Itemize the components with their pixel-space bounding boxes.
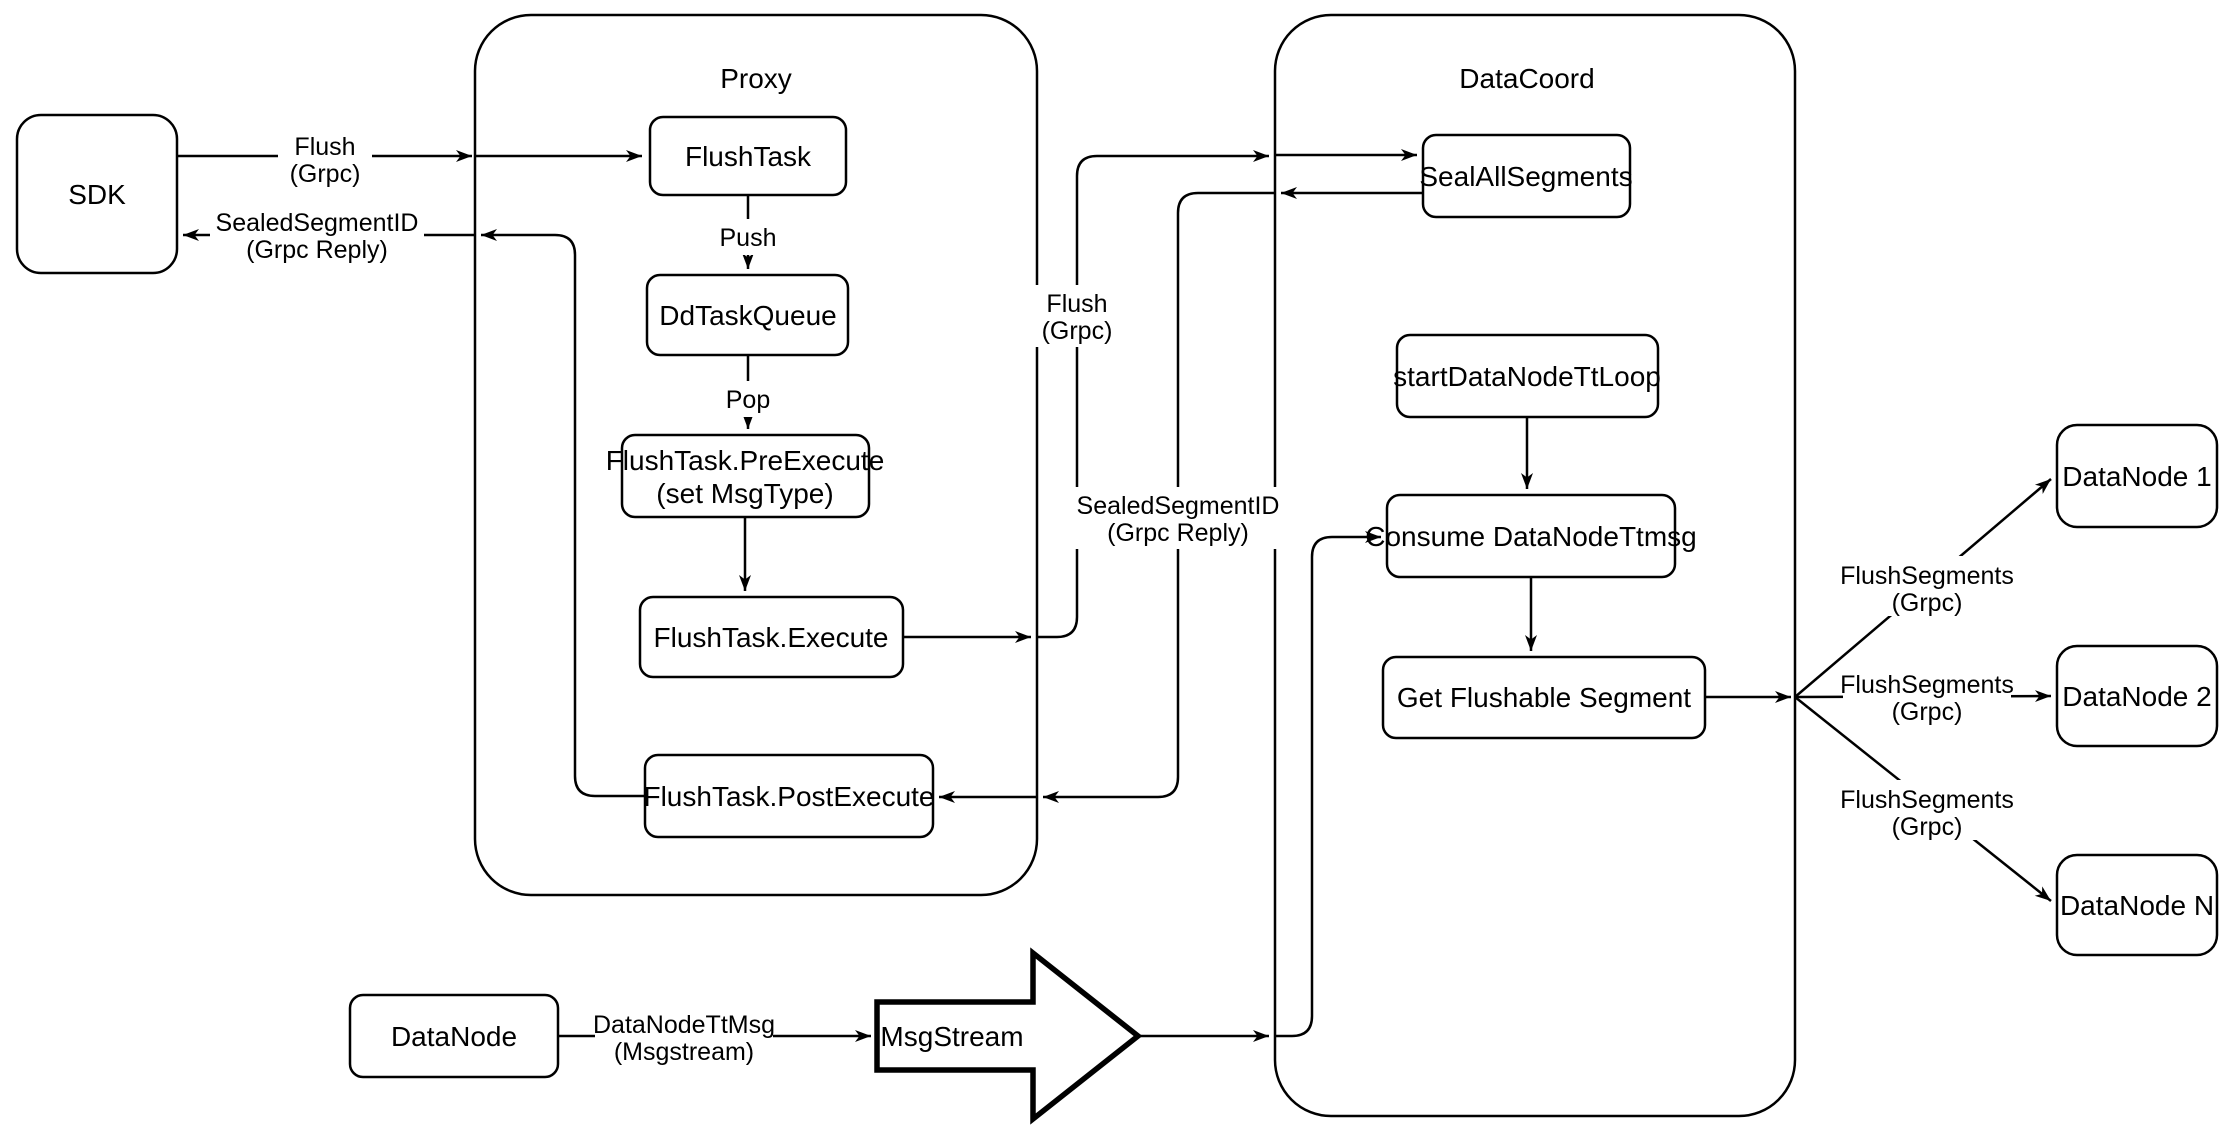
node-label: DataNode bbox=[391, 1021, 517, 1052]
node-box bbox=[15, 113, 179, 275]
node-box bbox=[1381, 655, 1707, 740]
edge-label-flushsegments-2: FlushSegments (Grpc) bbox=[1840, 665, 2014, 726]
edge-label-text: (Msgstream) bbox=[614, 1038, 754, 1066]
node-box bbox=[2055, 644, 2219, 748]
edge-label-text: (Grpc Reply) bbox=[246, 236, 388, 264]
msgstream-arrow-shape bbox=[874, 947, 1143, 1125]
node-label: MsgStream bbox=[880, 1021, 1023, 1052]
node-box bbox=[638, 595, 905, 679]
edge-label-text: FlushSegments bbox=[1840, 562, 2014, 590]
node-label: DataNode 1 bbox=[2062, 461, 2211, 492]
edge-label-text: (Grpc Reply) bbox=[1107, 519, 1249, 547]
node-datanode-bottom: DataNode bbox=[348, 993, 560, 1079]
edge-label-text: FlushSegments bbox=[1840, 671, 2014, 699]
edge-label-bg bbox=[278, 126, 372, 188]
node-startdatanodettloop: startDataNodeTtLoop bbox=[1393, 333, 1661, 419]
node-label: SealAllSegments bbox=[1419, 161, 1632, 192]
node-box bbox=[620, 433, 871, 519]
node-box bbox=[348, 993, 560, 1079]
node-label: Consume DataNodeTtmsg bbox=[1365, 521, 1696, 552]
node-sdk: SDK bbox=[15, 113, 179, 275]
edge-label-text: Flush bbox=[294, 133, 355, 161]
edge-label-flush-sdk: Flush (Grpc) bbox=[278, 126, 372, 188]
edge-label-flushsegments-1: FlushSegments (Grpc) bbox=[1840, 556, 2014, 617]
node-label: DataNode 2 bbox=[2062, 681, 2211, 712]
edge-postexecute-to-proxy-edge bbox=[481, 229, 645, 798]
edge-label-bg bbox=[1843, 665, 2011, 725]
edge-label-bg bbox=[717, 381, 779, 417]
node-datanode-n: DataNode N bbox=[2055, 853, 2219, 957]
node-flushtask: FlushTask bbox=[648, 115, 848, 197]
edge-label-text: Pop bbox=[726, 386, 770, 414]
node-flushtask-postexecute: FlushTask.PostExecute bbox=[643, 753, 935, 839]
edge-label-text: (Grpc) bbox=[1892, 698, 1963, 726]
node-box bbox=[1385, 493, 1677, 579]
node-box bbox=[2055, 853, 2219, 957]
edge-label-pop: Pop bbox=[717, 381, 779, 417]
node-box bbox=[2055, 423, 2219, 529]
node-consume-datanodettmsg: Consume DataNodeTtmsg bbox=[1365, 493, 1697, 579]
edge-label-push: Push bbox=[714, 219, 782, 255]
node-flushtask-execute: FlushTask.Execute bbox=[638, 595, 905, 679]
edge-label-text: FlushSegments bbox=[1840, 786, 2014, 814]
edge-label-text: (Grpc) bbox=[1892, 589, 1963, 617]
node-box bbox=[648, 115, 848, 197]
edge-label-text: Push bbox=[720, 224, 777, 252]
edge-label-flushsegments-3: FlushSegments (Grpc) bbox=[1840, 780, 2014, 841]
edge-label-bg bbox=[1071, 487, 1285, 549]
node-ddtaskqueue: DdTaskQueue bbox=[645, 273, 850, 357]
node-label: DataNode N bbox=[2060, 890, 2214, 921]
edge-label-text: (Grpc) bbox=[290, 160, 361, 188]
edge-label-text: SealedSegmentID bbox=[216, 209, 419, 237]
node-label: DdTaskQueue bbox=[659, 300, 836, 331]
edge-label-bg bbox=[1030, 285, 1124, 347]
datacoord-container-title: DataCoord bbox=[1459, 63, 1594, 94]
edge-label-sealed-sdk: SealedSegmentID (Grpc Reply) bbox=[210, 204, 424, 266]
node-msgstream: MsgStream bbox=[874, 947, 1143, 1125]
edge-label-text: (Grpc) bbox=[1042, 317, 1113, 345]
edge-label-text: Flush bbox=[1046, 290, 1107, 318]
datacoord-container bbox=[1273, 13, 1797, 1118]
node-datanode-1: DataNode 1 bbox=[2055, 423, 2219, 529]
node-label: SDK bbox=[68, 179, 126, 210]
node-label: Get Flushable Segment bbox=[1397, 682, 1691, 713]
node-get-flushable-segment: Get Flushable Segment bbox=[1381, 655, 1707, 740]
node-datanode-2: DataNode 2 bbox=[2055, 644, 2219, 748]
edge-label-sealed-dc: SealedSegmentID (Grpc Reply) bbox=[1071, 487, 1285, 549]
edge-label-datanodettmsg: DataNodeTtMsg (Msgstream) bbox=[593, 1005, 775, 1066]
edge-label-text: SealedSegmentID bbox=[1077, 492, 1280, 520]
edge-label-bg bbox=[1843, 780, 2011, 840]
edge-label-text: (Grpc) bbox=[1892, 813, 1963, 841]
node-label: startDataNodeTtLoop bbox=[1393, 361, 1661, 392]
node-sealallsegments: SealAllSegments bbox=[1419, 133, 1633, 219]
node-box bbox=[1421, 133, 1632, 219]
node-label: FlushTask.Execute bbox=[654, 622, 889, 653]
edge-proxy-to-datacoord-flush bbox=[1037, 150, 1269, 639]
edge-label-bg bbox=[714, 219, 782, 255]
edge-label-bg bbox=[210, 204, 424, 266]
node-label: FlushTask.PreExecute bbox=[606, 445, 885, 476]
node-flushtask-preexecute: FlushTask.PreExecute (set MsgType) bbox=[606, 433, 885, 519]
node-box bbox=[1395, 333, 1660, 419]
node-label: FlushTask.PostExecute bbox=[643, 781, 934, 812]
edge-label-bg bbox=[595, 1005, 773, 1065]
edge-datacoord-to-consume bbox=[1275, 531, 1381, 1038]
edge-label-bg bbox=[1843, 556, 2011, 616]
edge-label-text: DataNodeTtMsg bbox=[593, 1011, 775, 1039]
proxy-container-title: Proxy bbox=[720, 63, 792, 94]
edge-label-flush-dc: Flush (Grpc) bbox=[1030, 285, 1124, 347]
node-box bbox=[643, 753, 935, 839]
node-label: FlushTask bbox=[685, 141, 812, 172]
node-label: (set MsgType) bbox=[656, 478, 833, 509]
proxy-container bbox=[473, 13, 1039, 897]
node-box bbox=[645, 273, 850, 357]
